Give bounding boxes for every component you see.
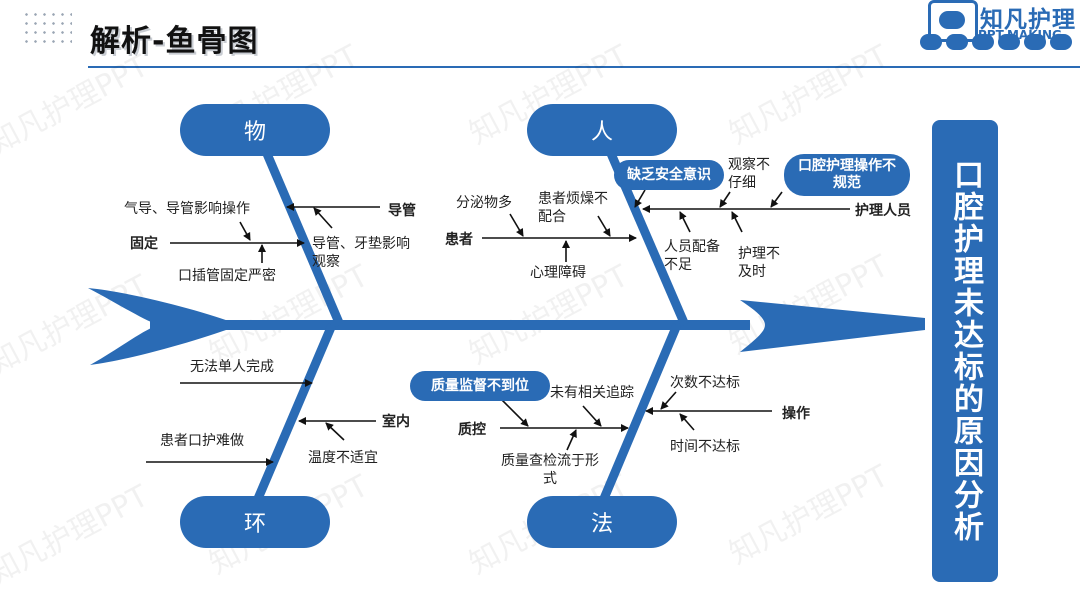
arrow-cishu xyxy=(660,391,677,410)
problem-statement: 口腔护理未达标的原因分析 xyxy=(948,159,983,543)
cause-text: 人员配备不足 xyxy=(664,239,720,273)
branch-label: 护理人员 xyxy=(855,203,911,219)
cause-text: 质量查检流于形式 xyxy=(501,453,599,487)
page-title: 解析-鱼骨图 xyxy=(90,24,259,59)
arrow-weiyou xyxy=(582,405,602,427)
arrow-daoguan-obs xyxy=(313,207,333,229)
arrow-wendu xyxy=(325,422,345,441)
cause-text: 口插管固定严密 xyxy=(178,268,276,284)
cause-text: 观察不仔细 xyxy=(728,157,770,191)
arrow-fenmi xyxy=(509,213,524,237)
cause-text: 时间不达标 xyxy=(670,439,740,455)
branch-label: 室内 xyxy=(382,414,410,430)
cause-text: 护理不及时 xyxy=(738,246,780,280)
header-divider xyxy=(88,66,1080,68)
arrow-guancha xyxy=(719,191,731,208)
arrow-huli xyxy=(731,211,743,233)
branch-label: 操作 xyxy=(782,406,810,422)
branch-label: 固定 xyxy=(130,236,158,252)
arrow-fanzao xyxy=(597,215,611,237)
cause-text: 患者口护难做 xyxy=(160,433,244,449)
arrow-renyuan xyxy=(679,211,691,233)
bone-huan xyxy=(249,323,337,510)
category-ren: 人 xyxy=(527,104,677,156)
cause-text: 心理障碍 xyxy=(530,265,586,281)
cause-text: 患者烦燥不配合 xyxy=(538,191,608,225)
arrow-quefa xyxy=(634,189,646,208)
arrow-qidao xyxy=(239,221,251,241)
brand-logo: 知凡护理 PPT-MAKING xyxy=(920,0,1080,60)
cause-text: 分泌物多 xyxy=(456,195,512,211)
cause-text: 气导、导管影响操作 xyxy=(124,201,250,217)
cause-text: 未有相关追踪 xyxy=(550,385,634,401)
cause-highlight: 质量监督不到位 xyxy=(410,371,550,401)
cause-highlight: 缺乏安全意识 xyxy=(614,160,724,190)
arrow-kouqiang xyxy=(770,191,783,208)
dot-grid-decoration xyxy=(22,10,72,48)
cause-highlight: 口腔护理操作不规范 xyxy=(784,154,910,196)
arrow-shijian xyxy=(679,413,695,431)
cause-text: 温度不适宜 xyxy=(308,450,378,466)
arrow-zhiliang xyxy=(499,397,529,427)
category-huan: 环 xyxy=(180,496,330,548)
category-wu: 物 xyxy=(180,104,330,156)
bone-wu xyxy=(257,140,345,327)
category-fa: 法 xyxy=(527,496,677,548)
logo-name: 知凡护理 xyxy=(980,7,1076,33)
problem-head: 口腔护理未达标的原因分析 xyxy=(932,120,998,582)
fish-spine xyxy=(150,320,750,330)
arrow-chajian xyxy=(566,429,577,451)
branch-label: 质控 xyxy=(458,422,486,438)
fish-head-arrow xyxy=(740,300,925,352)
branch-label: 导管 xyxy=(388,203,416,219)
logo-decoration xyxy=(920,34,1076,54)
bone-fa xyxy=(595,323,682,510)
cause-text: 导管、牙垫影响观察 xyxy=(312,236,410,270)
branch-label: 患者 xyxy=(445,232,473,248)
cause-text: 次数不达标 xyxy=(670,375,740,391)
cause-text: 无法单人完成 xyxy=(190,359,274,375)
